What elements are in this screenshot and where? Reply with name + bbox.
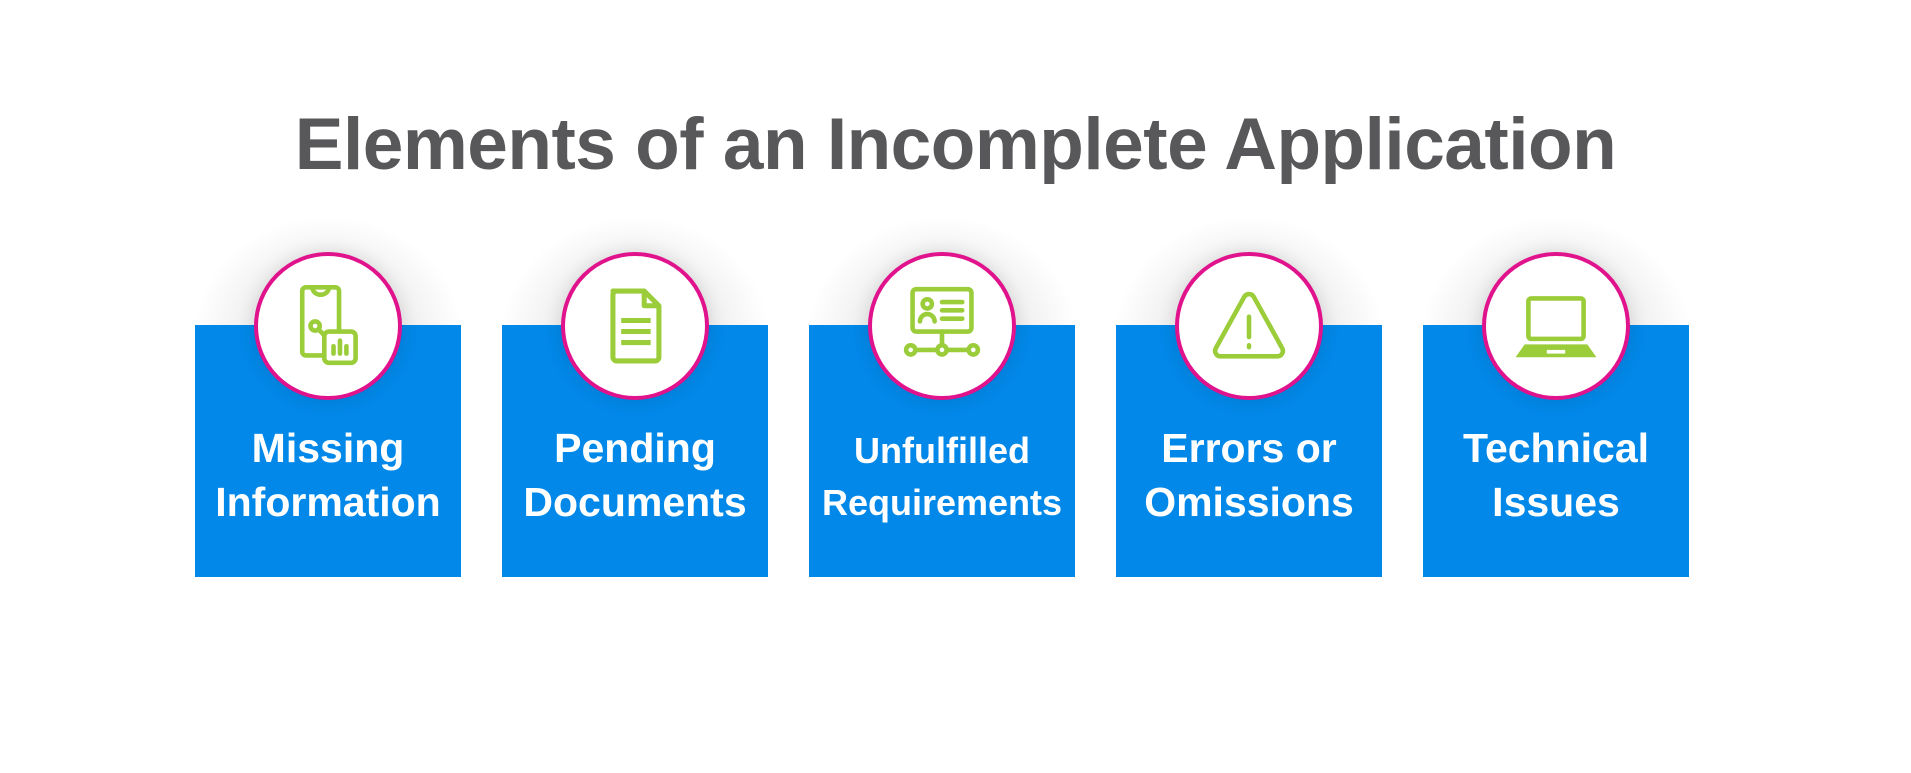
card-unfulfilled-requirements: Unfulfilled Requirements xyxy=(809,252,1075,577)
card-label: Unfulfilled Requirements xyxy=(809,425,1075,529)
card-label: Errors or Omissions xyxy=(1116,421,1382,529)
card-pending-documents: Pending Documents xyxy=(502,252,768,577)
card-label: Missing Information xyxy=(195,421,461,529)
card-label-line2: Omissions xyxy=(1144,479,1354,525)
presentation-network-icon xyxy=(903,286,981,357)
card-errors-or-omissions: Errors or Omissions xyxy=(1116,252,1382,577)
card-label-line2: Information xyxy=(215,479,441,525)
card-label-line1: Pending xyxy=(554,425,716,471)
card-label-line1: Missing xyxy=(251,425,405,471)
icon-badge xyxy=(1175,252,1323,400)
card-label: Technical Issues xyxy=(1423,421,1689,529)
card-label-line1: Technical xyxy=(1462,425,1650,471)
card-label-line2: Requirements xyxy=(821,482,1063,523)
document-icon xyxy=(610,288,662,364)
laptop-icon xyxy=(1515,296,1597,358)
icon-badge xyxy=(561,252,709,400)
icon-badge xyxy=(254,252,402,400)
icon-badge xyxy=(868,252,1016,400)
page-title: Elements of an Incomplete Application xyxy=(294,104,1617,185)
card-label-line2: Documents xyxy=(523,479,747,525)
card-missing-information: Missing Information xyxy=(195,252,461,577)
card-technical-issues: Technical Issues xyxy=(1423,252,1689,577)
card-label: Pending Documents xyxy=(502,421,768,529)
card-label-line1: Errors or xyxy=(1161,425,1337,471)
phone-chart-icon xyxy=(299,285,358,366)
card-label-line2: Issues xyxy=(1492,479,1620,525)
warning-triangle-icon xyxy=(1212,291,1286,359)
icon-badge xyxy=(1482,252,1630,400)
card-label-line1: Unfulfilled xyxy=(854,430,1030,471)
